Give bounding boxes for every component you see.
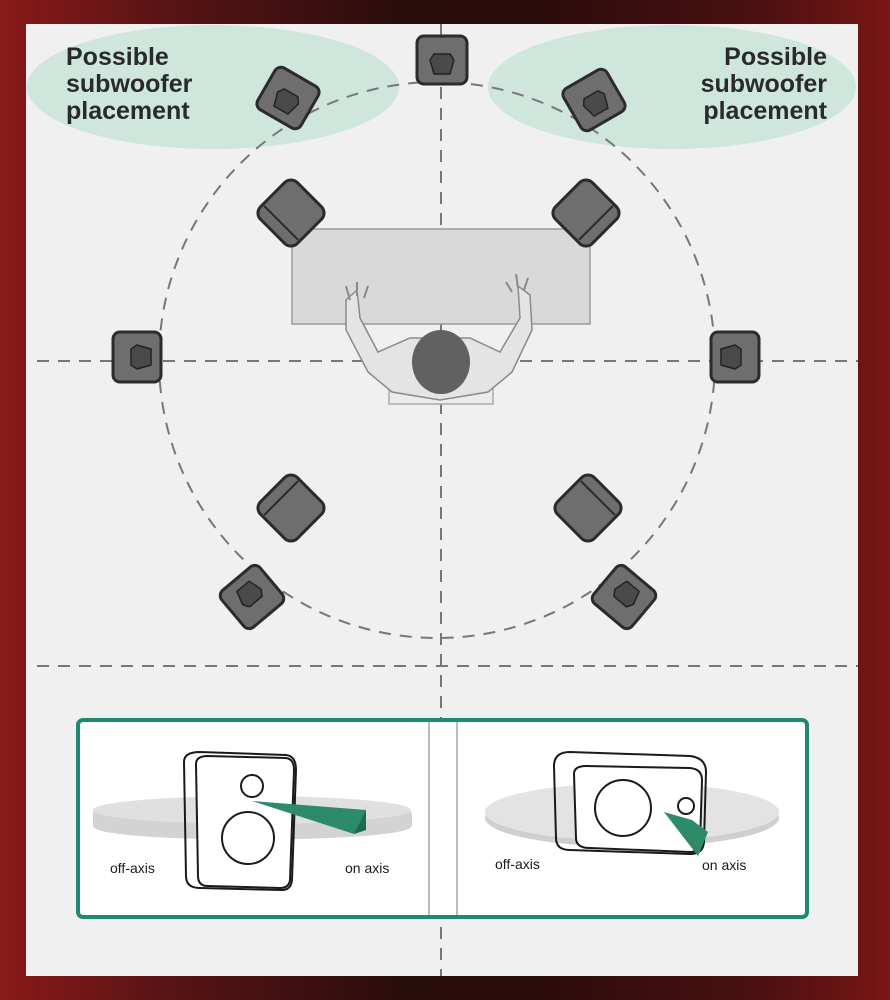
speaker-icon: [582, 89, 609, 118]
speaker-icon: [273, 87, 300, 116]
speaker-icon: [613, 580, 641, 608]
inset-right-illustration: [485, 750, 779, 856]
desk-icon: [291, 228, 591, 325]
inset-left-illustration: [93, 750, 412, 892]
speaker-side-right: [709, 330, 761, 384]
speaker-rear-right: [590, 563, 658, 631]
speaker-front-right: [561, 67, 627, 133]
inset-left-on-axis-label: on axis: [345, 860, 390, 876]
left-zone-label: Possible subwoofer placement: [66, 43, 193, 125]
speaker-icon: [720, 344, 742, 370]
right-zone-label: Possible subwoofer placement: [700, 43, 827, 125]
speaker-surround-right: [553, 473, 623, 543]
inset-right-off-axis-label: off-axis: [495, 856, 540, 872]
speaker-wide-right: [551, 178, 621, 248]
speaker-front-left: [255, 65, 321, 131]
inset-right-on-axis-label: on axis: [702, 857, 747, 873]
listener-icon: [345, 273, 533, 401]
speaker-top-center: [415, 34, 469, 86]
speaker-wide-left: [256, 178, 326, 248]
speaker-side-left: [111, 330, 163, 384]
inset-left-off-axis-label: off-axis: [110, 860, 155, 876]
speaker-icon: [130, 344, 152, 370]
speaker-rear-left: [218, 563, 286, 631]
speaker-icon: [429, 53, 455, 75]
speaker-icon: [235, 580, 263, 608]
speaker-surround-left: [256, 473, 326, 543]
